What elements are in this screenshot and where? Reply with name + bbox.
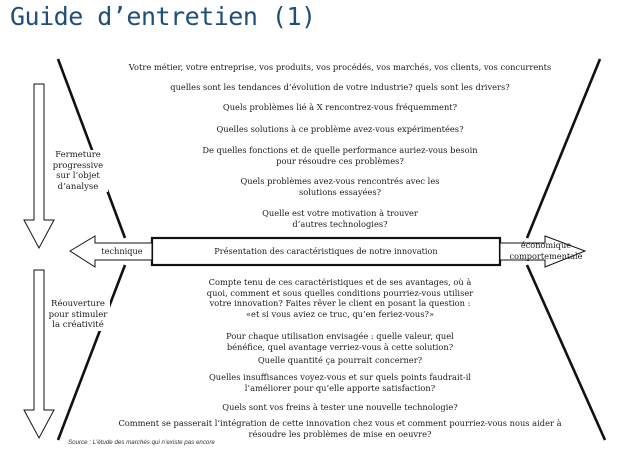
question-top-4: Quelles solutions à ce problème avez-vou…: [216, 124, 464, 134]
page-title: Guide d’entretien (1): [10, 2, 316, 31]
question-top-5: De quelles fonctions et de quelle perfor…: [202, 145, 478, 166]
funnel-top-left-line: [56, 58, 127, 239]
funnel-bottom-left-line: [56, 264, 127, 441]
source-note: Source : L’étude des marchés qui n’exist…: [68, 439, 215, 446]
question-bottom-1: Compte tenu de ces caractéristiques et d…: [206, 277, 474, 319]
left-arrow-technique: [69, 235, 153, 268]
funnel-bottom-right-line: [525, 264, 607, 441]
question-bottom-4: Quelles insuffisances voyez-vous et sur …: [208, 372, 472, 393]
question-bottom-2: Pour chaque utilisation envisagée : quel…: [226, 331, 454, 352]
side-label-reopening: Réouverture pour stimuler la créativité: [46, 299, 110, 331]
right-arrow-economique: [499, 235, 587, 268]
center-box-label: Présentation des caractéristiques de not…: [214, 246, 438, 256]
question-bottom-5: Quels sont vos freins à tester une nouve…: [222, 402, 458, 412]
arrow-label-technique: technique: [101, 246, 143, 256]
question-top-3: Quels problèmes lié à X rencontrez-vous …: [222, 102, 458, 112]
question-top-1: Votre métier, votre entreprise, vos prod…: [128, 62, 552, 72]
closing-down-arrow: [23, 83, 55, 250]
funnel-top-right-line: [525, 58, 602, 239]
reopening-down-arrow: [23, 269, 55, 440]
question-top-6: Quels problèmes avez-vous rencontrés ave…: [240, 176, 440, 197]
question-top-2: quelles sont les tendances d’évolution d…: [170, 82, 510, 92]
question-bottom-6: Comment se passerait l’intégration de ce…: [118, 418, 562, 439]
side-label-closing: Fermeture progressive sur l’objet d’anal…: [48, 150, 108, 192]
arrow-label-economique: économique comportementale: [509, 240, 583, 261]
question-bottom-3: Quelle quantité ça pourrait concerner?: [257, 355, 423, 365]
